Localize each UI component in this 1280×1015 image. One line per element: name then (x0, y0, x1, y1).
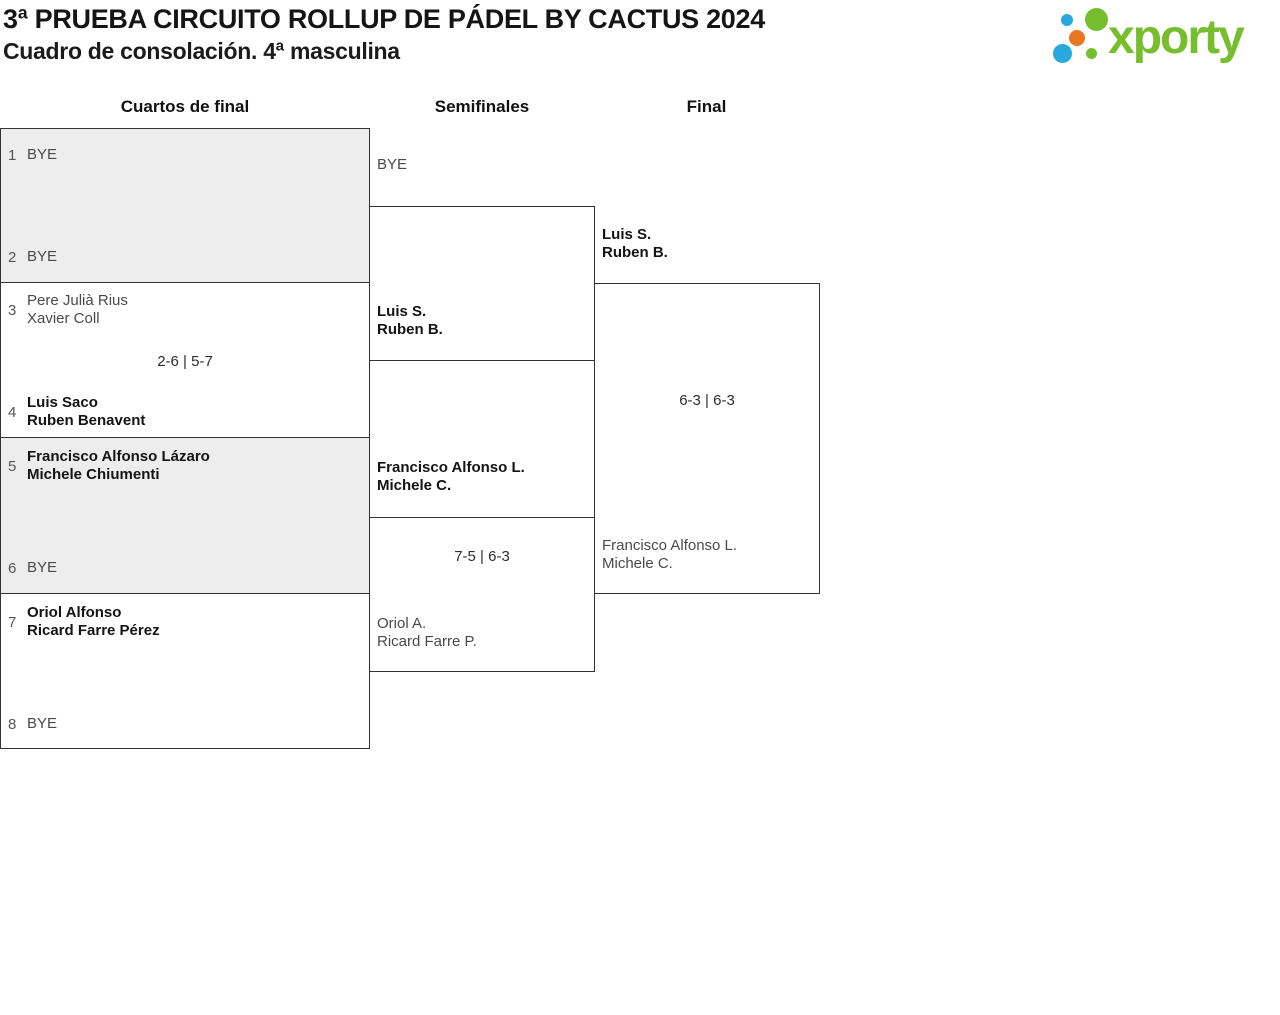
logo-dot-blue-small-icon (1061, 14, 1073, 26)
qf3-top-participant: 5 Francisco Alfonso Lázaro Michele Chium… (8, 448, 210, 484)
round-header-semifinals: Semifinales (434, 97, 530, 116)
participant-name: Luis S. (602, 226, 652, 243)
qf1-top-participant: 1 BYE (8, 146, 57, 164)
participant-name: Francisco Alfonso Lázaro (27, 448, 210, 465)
seed-number: 6 (8, 559, 17, 577)
logo-dot-orange-icon (1069, 30, 1085, 46)
sf2-bottom-participant: Oriol A. Ricard Farre P. (377, 615, 477, 651)
round-header-final: Final (686, 97, 727, 116)
participant-name: Francisco Alfonso L. (377, 459, 525, 476)
logo-wordmark: xporty (1108, 11, 1245, 64)
sf2-top-participant: Francisco Alfonso L. Michele C. (377, 459, 525, 495)
logo-dot-blue-large-icon (1053, 44, 1072, 63)
match-box-qf1[interactable] (0, 128, 370, 283)
sf2-score: 7-5 | 6-3 (454, 548, 510, 565)
participant-name: Xavier Coll (27, 310, 100, 327)
participant-name: BYE (27, 248, 58, 265)
participant-name: Pere Julià Rius (27, 292, 128, 309)
logo-dot-green-small-icon (1086, 48, 1097, 59)
participant-name: Michele C. (602, 555, 673, 572)
participant-name: Oriol Alfonso (27, 604, 122, 621)
bracket-subtitle: Cuadro de consolación. 4ª masculina (3, 38, 400, 64)
match-box-qf2[interactable] (0, 282, 370, 438)
participant-name: Michele Chiumenti (27, 466, 160, 483)
seed-number: 5 (8, 457, 17, 475)
match-box-qf4[interactable] (0, 593, 370, 749)
participant-name: BYE (27, 559, 58, 576)
match-box-final[interactable] (594, 283, 820, 594)
qf4-top-participant: 7 Oriol Alfonso Ricard Farre Pérez (8, 604, 160, 640)
qf2-bottom-participant: 4 Luis Saco Ruben Benavent (8, 394, 145, 430)
final-bottom-participant: Francisco Alfonso L. Michele C. (602, 537, 737, 573)
participant-name: Ruben Benavent (27, 412, 146, 429)
participant-name: Oriol A. (377, 615, 427, 632)
participant-name: BYE (27, 146, 58, 163)
qf3-bottom-participant: 6 BYE (8, 559, 57, 577)
seed-number: 3 (8, 301, 17, 319)
xporty-logo[interactable]: xporty (1045, 4, 1277, 72)
logo-dot-green-large-icon (1085, 8, 1108, 31)
qf2-top-participant: 3 Pere Julià Rius Xavier Coll (8, 292, 128, 328)
match-box-sf2[interactable] (369, 517, 595, 672)
participant-name: BYE (377, 156, 408, 173)
header: 3ª PRUEBA CIRCUITO ROLLUP DE PÁDEL BY CA… (3, 2, 765, 66)
participant-name: Ruben B. (602, 244, 668, 261)
qf2-score: 2-6 | 5-7 (157, 353, 213, 370)
sf1-bottom-participant: Luis S. Ruben B. (377, 303, 443, 339)
seed-number: 7 (8, 613, 17, 631)
participant-name: BYE (27, 715, 58, 732)
seed-number: 2 (8, 248, 17, 266)
participant-name: Luis S. (377, 303, 427, 320)
participant-name: Ruben B. (377, 321, 443, 338)
match-box-sf1[interactable] (369, 206, 595, 361)
sf1-top-participant: BYE (377, 156, 407, 174)
participant-name: Michele C. (377, 477, 452, 494)
participant-name: Francisco Alfonso L. (602, 537, 738, 554)
round-header-quarterfinals: Cuartos de final (120, 97, 250, 116)
participant-name: Luis Saco (27, 394, 98, 411)
qf1-bottom-participant: 2 BYE (8, 248, 57, 266)
final-score: 6-3 | 6-3 (679, 392, 735, 409)
participant-name: Ricard Farre P. (377, 633, 477, 650)
qf4-bottom-participant: 8 BYE (8, 715, 57, 733)
final-top-participant: Luis S. Ruben B. (602, 226, 668, 262)
seed-number: 8 (8, 715, 17, 733)
participant-name: Ricard Farre Pérez (27, 622, 160, 639)
tournament-title: 3ª PRUEBA CIRCUITO ROLLUP DE PÁDEL BY CA… (3, 4, 765, 34)
seed-number: 4 (8, 403, 17, 421)
seed-number: 1 (8, 146, 17, 164)
